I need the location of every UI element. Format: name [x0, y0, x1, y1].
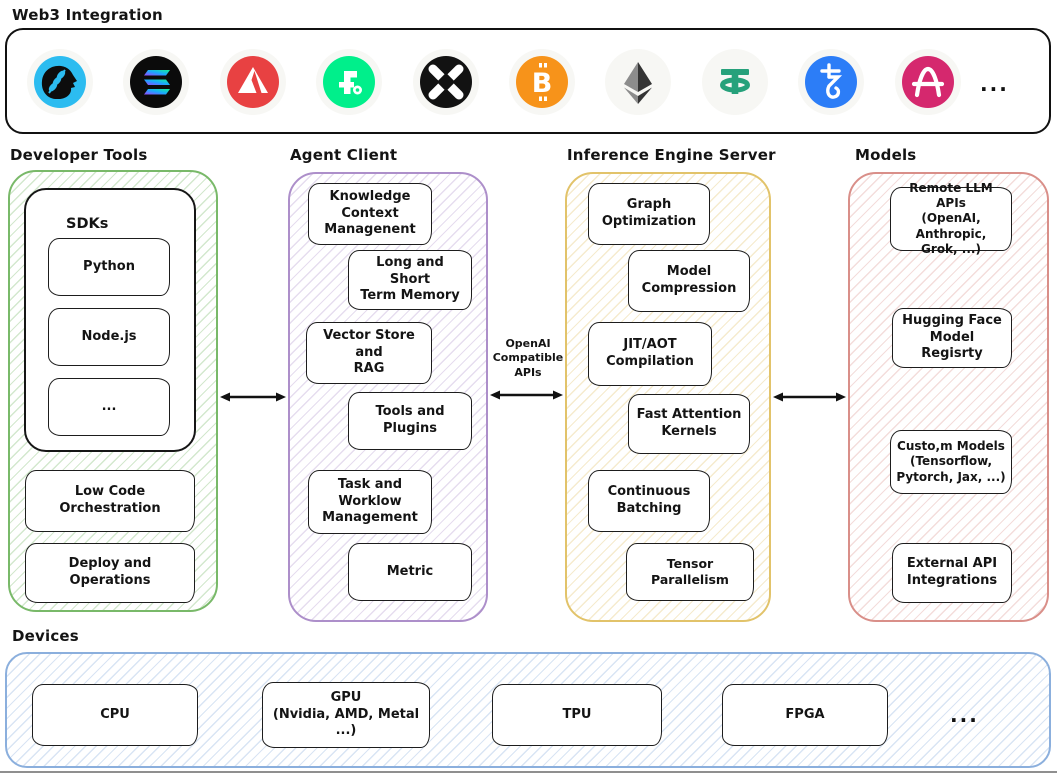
- devices-title: Devices: [12, 627, 79, 645]
- box-tpu: TPU: [492, 684, 662, 746]
- box-long-short-memory: Long and Short Term Memory: [348, 250, 472, 310]
- box-hugging-face-registry: Hugging Face Model Regisrty: [892, 308, 1012, 368]
- box-nodejs: Node.js: [48, 308, 170, 366]
- models-title: Models: [855, 146, 917, 164]
- box-fpga: FPGA: [722, 684, 888, 746]
- box-gpu: GPU (Nvidia, AMD, Metal ...): [262, 682, 430, 748]
- web3-section-title: Web3 Integration: [12, 6, 163, 24]
- inference-engine-title: Inference Engine Server: [567, 146, 776, 164]
- box-metric: Metric: [348, 543, 472, 601]
- bitcoin-icon: B: [509, 49, 575, 115]
- ethereum-icon: [605, 49, 671, 115]
- box-external-api-integrations: External API Integrations: [892, 543, 1012, 603]
- agent-client-title: Agent Client: [290, 146, 398, 164]
- arrow-agent-inference: [490, 390, 563, 400]
- box-graph-optimization: Graph Optimization: [588, 183, 710, 245]
- flow-icon: [316, 49, 382, 115]
- box-task-workflow: Task and Worklow Management: [308, 470, 432, 534]
- box-custom-models: Custo,m Models (Tensorflow, Pytorch, Jax…: [890, 430, 1012, 494]
- arrow-inference-models: [773, 392, 846, 402]
- tezos-icon: [798, 49, 864, 115]
- avalanche-icon: [220, 49, 286, 115]
- bottom-divider: [0, 771, 1057, 773]
- amp-icon: [895, 49, 961, 115]
- tether-icon: [702, 49, 768, 115]
- sdks-label: SDKs: [66, 216, 109, 232]
- box-python: Python: [48, 238, 170, 296]
- box-deploy-operations: Deploy and Operations: [25, 543, 195, 603]
- arrow-devtools-agent: [220, 392, 286, 402]
- openai-compatible-apis-label: OpenAI Compatible APIs: [492, 337, 564, 379]
- box-sdk-more: ...: [48, 378, 170, 436]
- developer-tools-title: Developer Tools: [10, 146, 148, 164]
- box-knowledge-context: Knowledge Context Managenent: [308, 183, 432, 245]
- box-tools-plugins: Tools and Plugins: [348, 392, 472, 450]
- box-low-code-orchestration: Low Code Orchestration: [25, 470, 195, 532]
- zerox-icon: [413, 49, 479, 115]
- box-cpu: CPU: [32, 684, 198, 746]
- svg-text:B: B: [532, 68, 553, 99]
- devices-more-ellipsis: ...: [950, 703, 979, 727]
- web3-more-ellipsis: ...: [980, 72, 1009, 96]
- gaianet-icon: [27, 49, 93, 115]
- box-remote-llm-apis: Remote LLM APIs (OpenAI, Anthropic, Grok…: [890, 181, 1012, 256]
- box-tensor-parallelism: Tensor Parallelism: [626, 543, 754, 601]
- box-fast-attention-kernels: Fast Attention Kernels: [628, 394, 750, 454]
- box-continuous-batching: Continuous Batching: [588, 470, 710, 532]
- box-jit-aot-compilation: JIT/AOT Compilation: [588, 322, 712, 386]
- solana-icon: [123, 49, 189, 115]
- box-vector-store-rag: Vector Store and RAG: [306, 322, 432, 384]
- box-model-compression: Model Compression: [628, 250, 750, 312]
